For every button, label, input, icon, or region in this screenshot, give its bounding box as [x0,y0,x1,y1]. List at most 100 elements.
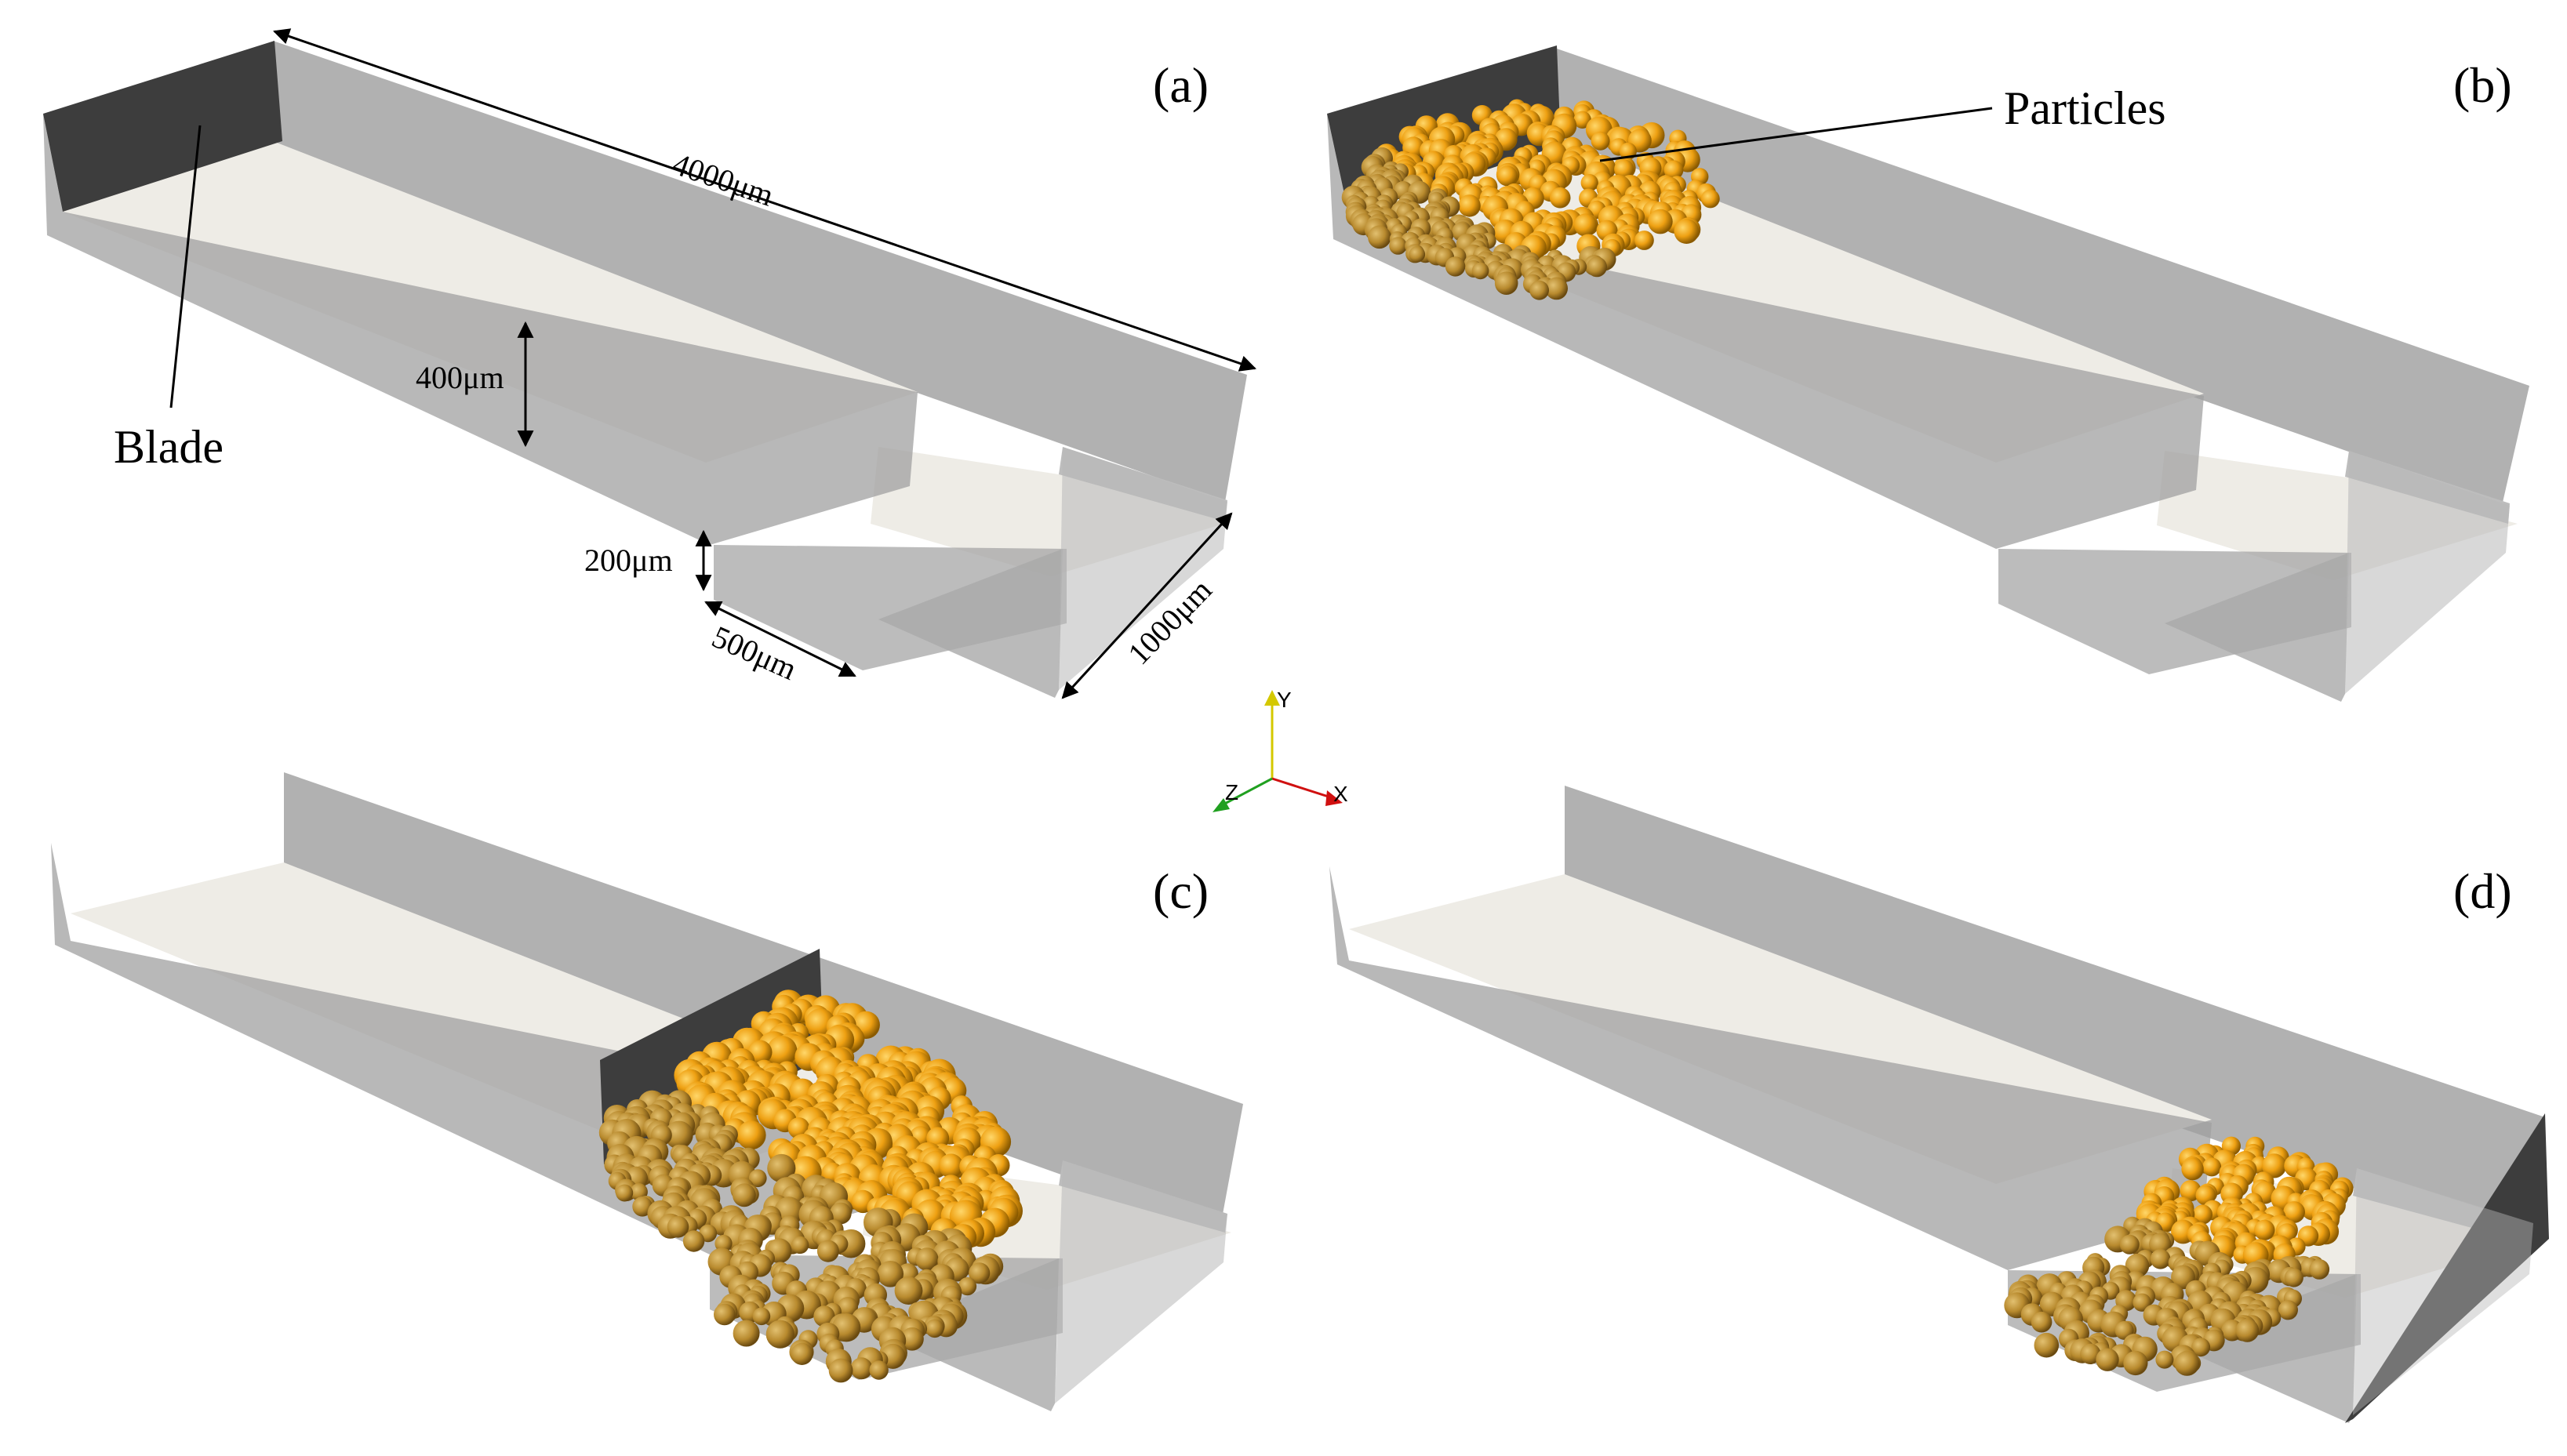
z-axis-label: Z [1225,780,1238,804]
particle [2149,1233,2172,1255]
particle [1409,246,1426,263]
particle [791,1236,809,1254]
panel-b: Particles (b) [1327,45,2529,702]
particle [850,1357,873,1380]
particle [1389,237,1407,255]
y-axis-label: Y [1277,688,1292,712]
particle [736,1120,766,1150]
step-length-dimension-arrow [704,601,856,677]
particle [767,1153,796,1183]
particle [900,1327,924,1351]
front-wall [1329,866,2212,1270]
particle [714,1234,733,1253]
particles-pointer-line [1599,107,1993,162]
particle [1580,174,1598,192]
particle [1471,262,1489,280]
x-axis-label: X [1333,782,1348,806]
particle [733,1320,760,1347]
axis-triad: Y X Z [1213,688,1348,812]
particle [765,1320,794,1349]
particle [632,1196,653,1217]
particle [1700,189,1720,209]
x-axis-arrow [1325,790,1343,806]
step-end-wall [2345,451,2510,694]
particle [1573,213,1598,237]
z-axis-arrow [1213,798,1230,812]
particle-bed [2004,1136,2354,1376]
particle [837,1297,858,1318]
particle [1529,280,1549,300]
particle [816,1240,839,1262]
particle [828,1358,853,1383]
particle [748,1169,767,1188]
step-side-wall [878,549,1063,698]
x-axis [1271,777,1334,800]
blade-label: Blade [114,421,224,473]
particle [915,1247,939,1271]
particle [1545,277,1568,300]
particle [2174,1351,2200,1376]
particle [869,1360,889,1380]
step-end-wall [1055,1160,1227,1403]
front-wall [1327,114,2204,549]
particle [2181,1157,2204,1181]
particle [1573,111,1591,129]
particles-label: Particles [2004,82,2166,134]
panel-label-a: (a) [1153,57,1209,113]
particle [2309,1259,2330,1280]
particle [2235,1319,2260,1342]
particle [752,1307,771,1326]
particle [1368,225,1391,249]
particle [1591,131,1610,151]
particle [2283,1201,2306,1223]
particle [829,1202,852,1225]
particle [1674,219,1700,244]
panel-d: (d) [1329,786,2549,1423]
step-depth-label: 200μm [584,543,673,578]
particle [2278,1300,2298,1320]
particle [2284,1268,2303,1287]
particle [877,1261,904,1287]
particle [1549,187,1571,209]
particle [2191,1338,2211,1357]
particle [616,1184,634,1202]
width-dimension-arrow [1061,512,1233,699]
panel-a: (a) Blade 4000μm 400μm 200μm 500μm 1000μ… [43,28,1256,699]
panel-c: (c) [51,772,1243,1411]
step-side-wall [2172,1274,2357,1423]
particle [2119,1234,2140,1254]
particle [664,1120,693,1149]
particle [1648,209,1673,234]
particle [2150,1249,2171,1269]
particle [1587,256,1607,278]
particle [2254,1219,2275,1241]
step-side-wall [2165,553,2349,702]
length-dimension-arrow [273,28,1256,372]
particle [1445,256,1466,277]
particle [1458,194,1481,217]
particle [813,1305,835,1327]
particle [894,1276,923,1305]
panel-label-c: (c) [1153,863,1209,919]
particle [1634,231,1654,250]
back-wall [1557,49,2529,506]
particle [2123,1350,2148,1376]
panel-label-d: (d) [2453,863,2512,919]
particle [1496,165,1518,187]
blade [43,41,282,212]
particle [1663,160,1684,180]
particle [2031,1311,2053,1333]
particle [2262,1153,2287,1178]
particle [791,1342,813,1365]
particle [2096,1348,2119,1371]
particle [1494,271,1518,296]
particle [714,1303,736,1326]
height-label: 400μm [416,360,504,395]
particle [939,1153,964,1178]
particle [2133,1293,2151,1312]
y-axis-arrow [1264,690,1280,706]
particle [766,1036,798,1066]
particle-bed [598,989,1023,1383]
particle [1614,159,1634,180]
